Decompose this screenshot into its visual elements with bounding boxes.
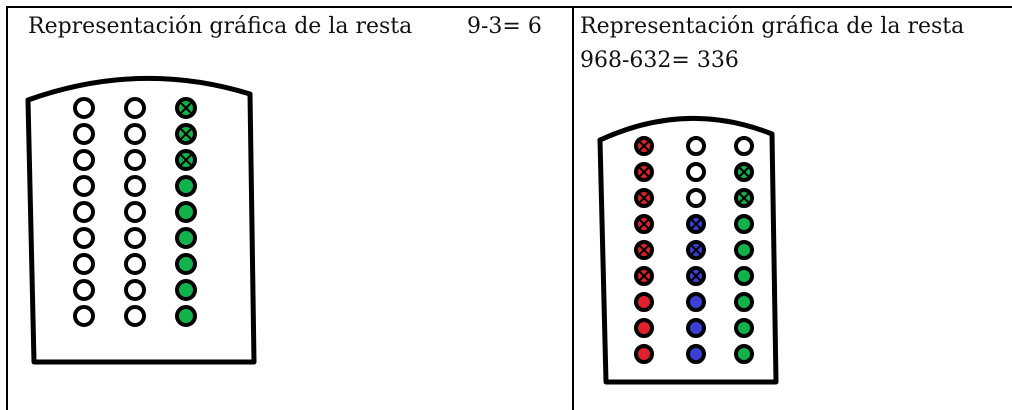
abacus-right <box>597 115 779 385</box>
bead-col2-8 <box>686 318 706 338</box>
cross-mark <box>178 126 194 142</box>
bead-col1-4 <box>73 175 95 197</box>
bead-col2-8 <box>124 279 146 301</box>
bead-col3-7 <box>734 292 754 312</box>
table-column-divider <box>572 6 574 410</box>
cell-2-equation: 968-632= 336 <box>580 48 739 73</box>
cross-mark <box>689 243 703 257</box>
bead-col1-8 <box>73 279 95 301</box>
cross-mark <box>637 217 651 231</box>
bead-col1-6 <box>73 227 95 249</box>
cross-mark <box>178 100 194 116</box>
bead-col2-6 <box>124 227 146 249</box>
bead-col3-8 <box>175 279 197 301</box>
bead-col2-7 <box>124 253 146 275</box>
bead-col2-3 <box>686 188 706 208</box>
cell-2-title: Representación gráfica de la resta <box>580 14 965 39</box>
bead-col1-7 <box>634 292 654 312</box>
bead-col2-9 <box>686 344 706 364</box>
bead-col3-4 <box>734 214 754 234</box>
bead-col2-1 <box>686 136 706 156</box>
bead-col1-9 <box>634 344 654 364</box>
cross-mark <box>637 191 651 205</box>
bead-col2-7 <box>686 292 706 312</box>
cross-mark <box>637 269 651 283</box>
bead-col3-1 <box>734 136 754 156</box>
cell-1-title: Representación gráfica de la resta <box>28 14 413 39</box>
cross-mark <box>637 165 651 179</box>
bead-col3-7 <box>175 253 197 275</box>
cross-mark <box>737 191 751 205</box>
bead-col2-2 <box>686 162 706 182</box>
cross-mark <box>737 165 751 179</box>
cross-mark <box>637 243 651 257</box>
cross-mark <box>689 269 703 283</box>
bead-col3-8 <box>734 318 754 338</box>
table-left-border <box>6 6 8 410</box>
bead-col2-2 <box>124 123 146 145</box>
bead-col1-3 <box>73 149 95 171</box>
bead-col3-9 <box>734 344 754 364</box>
bead-col1-2 <box>73 123 95 145</box>
bead-col1-5 <box>73 201 95 223</box>
bead-col3-6 <box>175 227 197 249</box>
cell-1-equation: 9-3= 6 <box>467 14 542 39</box>
bead-col3-6 <box>734 266 754 286</box>
bead-col1-8 <box>634 318 654 338</box>
bead-col2-1 <box>124 97 146 119</box>
table-top-border <box>6 6 1012 8</box>
bead-col1-7 <box>73 253 95 275</box>
bead-col3-9 <box>175 305 197 327</box>
bead-col1-9 <box>73 305 95 327</box>
abacus-left <box>25 75 257 365</box>
bead-col2-9 <box>124 305 146 327</box>
cross-mark <box>689 217 703 231</box>
bead-col3-5 <box>175 201 197 223</box>
bead-col3-5 <box>734 240 754 260</box>
bead-col3-4 <box>175 175 197 197</box>
cross-mark <box>178 152 194 168</box>
bead-col1-1 <box>73 97 95 119</box>
bead-col2-3 <box>124 149 146 171</box>
bead-col2-5 <box>124 201 146 223</box>
bead-col2-4 <box>124 175 146 197</box>
cross-mark <box>637 139 651 153</box>
